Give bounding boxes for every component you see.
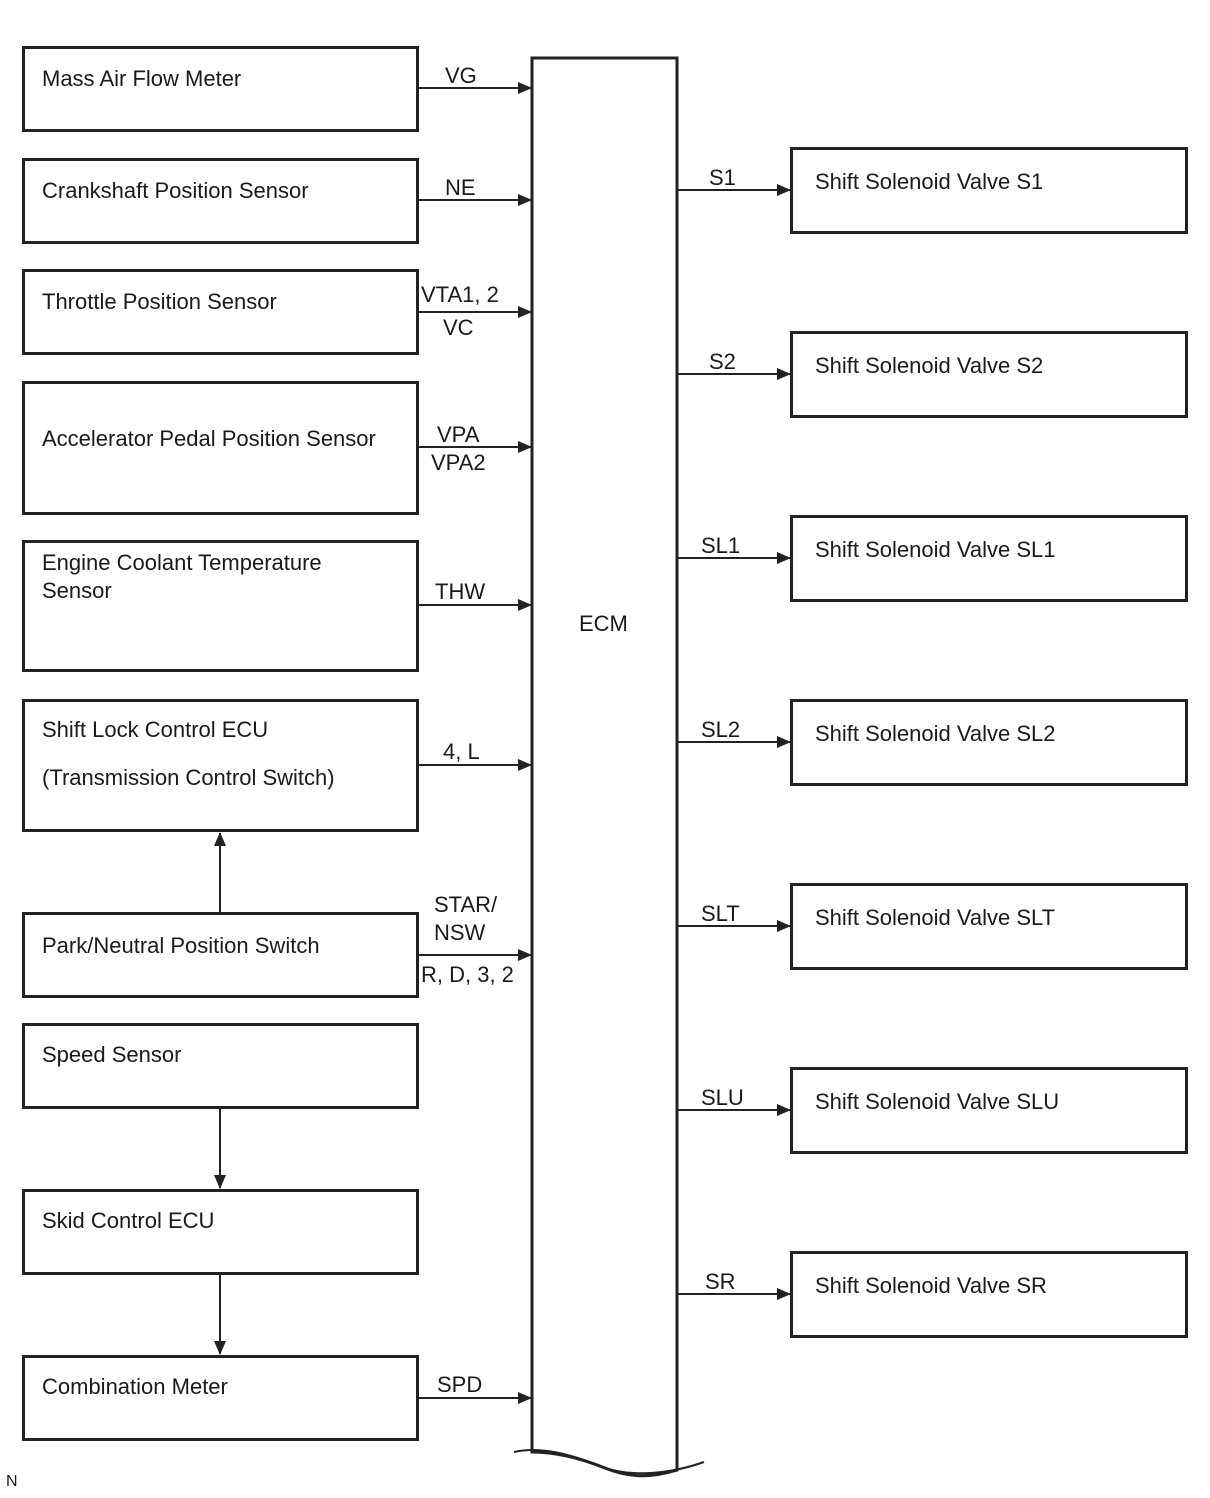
- signal-label-sr: SR: [705, 1269, 736, 1294]
- signal-label-slt: SLT: [701, 901, 740, 926]
- signal-label-sl1: SL1: [701, 533, 741, 558]
- box-crankshaft-position-sensor: Crankshaft Position Sensor: [22, 158, 419, 244]
- box-label: Combination Meter: [42, 1374, 228, 1399]
- signal-label-vta: VTA1, 2: [421, 282, 499, 307]
- box-label: Crankshaft Position Sensor: [42, 178, 309, 203]
- box-label: Accelerator Pedal Position Sensor: [42, 426, 376, 451]
- box-shift-lock-control-ecu: Shift Lock Control ECU (Transmission Con…: [22, 699, 419, 832]
- box-label: Skid Control ECU: [42, 1208, 215, 1233]
- box-engine-coolant-temperature-sensor: Engine Coolant Temperature Sensor: [22, 540, 419, 672]
- signal-label-vc: VC: [443, 315, 474, 340]
- box-label: Mass Air Flow Meter: [42, 66, 242, 91]
- signal-label-sl2: SL2: [701, 717, 741, 742]
- signal-label-s2: S2: [709, 349, 736, 374]
- signal-label-s1: S1: [709, 165, 736, 190]
- box-shift-solenoid-valve-s2: Shift Solenoid Valve S2: [790, 331, 1188, 418]
- figure-code: N: [6, 1473, 18, 1490]
- box-park-neutral-position-switch: Park/Neutral Position Switch: [22, 912, 419, 998]
- box-label: Throttle Position Sensor: [42, 289, 277, 314]
- signal-label-vpa2: VPA2: [431, 450, 486, 475]
- box-shift-solenoid-valve-sl2: Shift Solenoid Valve SL2: [790, 699, 1188, 786]
- ecm-block: [530, 56, 679, 1478]
- box-label-line2: (Transmission Control Switch): [42, 765, 335, 790]
- box-label-line2: Sensor: [42, 578, 112, 603]
- box-label: Shift Solenoid Valve S1: [815, 169, 1044, 194]
- box-label: Shift Solenoid Valve SL1: [815, 537, 1056, 562]
- signal-label-star: STAR/: [434, 892, 498, 917]
- box-shift-solenoid-valve-sl1: Shift Solenoid Valve SL1: [790, 515, 1188, 602]
- box-combination-meter: Combination Meter: [22, 1355, 419, 1441]
- signal-label-nsw: NSW: [434, 920, 486, 945]
- ecm-label: ECM: [579, 611, 628, 636]
- signal-label-vg: VG: [445, 63, 477, 88]
- box-throttle-position-sensor: Throttle Position Sensor: [22, 269, 419, 355]
- box-label: Shift Solenoid Valve SL2: [815, 721, 1056, 746]
- ecm-break-line: [513, 1449, 705, 1475]
- box-label: Shift Solenoid Valve SLT: [815, 905, 1056, 930]
- box-speed-sensor: Speed Sensor: [22, 1023, 419, 1109]
- signal-label-4l: 4, L: [443, 739, 480, 764]
- box-shift-solenoid-valve-s1: Shift Solenoid Valve S1: [790, 147, 1188, 234]
- box-mass-air-flow-meter: Mass Air Flow Meter: [22, 46, 419, 132]
- box-label: Speed Sensor: [42, 1042, 182, 1067]
- signal-label-ne: NE: [445, 175, 476, 200]
- box-label: Shift Solenoid Valve SR: [815, 1273, 1047, 1298]
- box-shift-solenoid-valve-sr: Shift Solenoid Valve SR: [790, 1251, 1188, 1338]
- signal-label-spd: SPD: [437, 1372, 483, 1397]
- signal-label-rd32: R, D, 3, 2: [421, 962, 514, 987]
- box-label: Engine Coolant Temperature: [42, 550, 322, 575]
- signal-label-slu: SLU: [701, 1085, 744, 1110]
- box-skid-control-ecu: Skid Control ECU: [22, 1189, 419, 1275]
- box-label: Shift Solenoid Valve S2: [815, 353, 1044, 378]
- signal-label-vpa: VPA: [437, 422, 480, 447]
- box-shift-solenoid-valve-slt: Shift Solenoid Valve SLT: [790, 883, 1188, 970]
- box-label: Park/Neutral Position Switch: [42, 933, 320, 958]
- box-accelerator-pedal-position-sensor: Accelerator Pedal Position Sensor: [22, 381, 419, 515]
- box-label: Shift Lock Control ECU: [42, 717, 269, 742]
- box-label: Shift Solenoid Valve SLU: [815, 1089, 1060, 1114]
- box-shift-solenoid-valve-slu: Shift Solenoid Valve SLU: [790, 1067, 1188, 1154]
- signal-label-thw: THW: [435, 579, 486, 604]
